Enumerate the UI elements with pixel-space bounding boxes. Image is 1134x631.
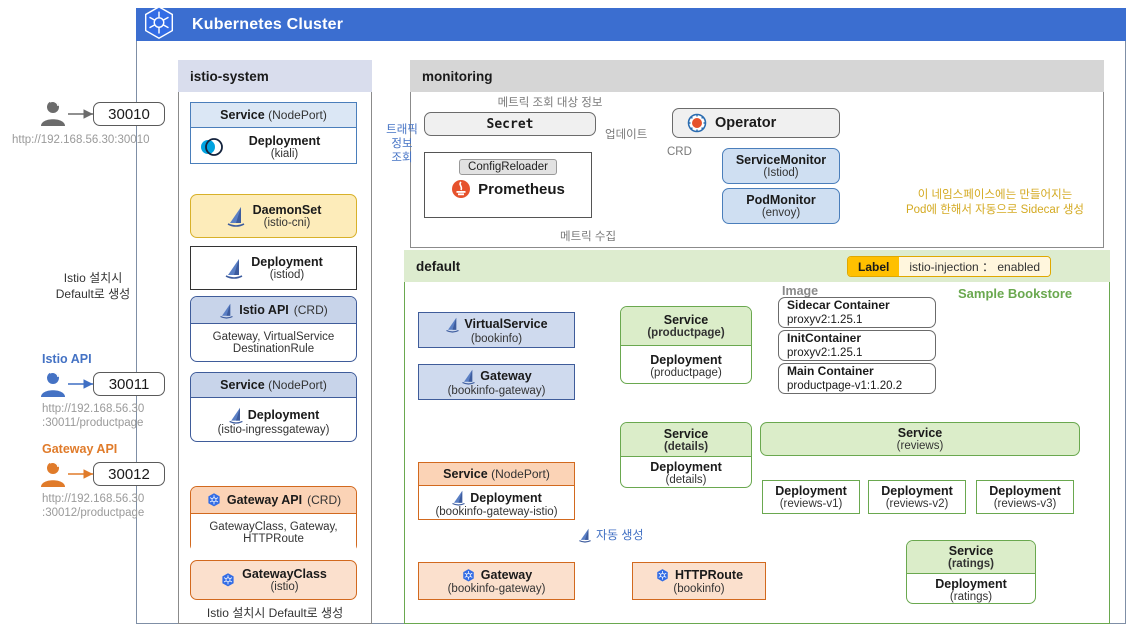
card-virtualservice-bookinfo[interactable]: VirtualService (bookinfo) [418, 312, 575, 348]
url-30012: http://192.168.56.30 :30012/productpage [42, 493, 145, 519]
card-servicemonitor[interactable]: ServiceMonitor (Istiod) [722, 148, 840, 184]
card-prometheus[interactable]: ConfigReloader Prometheus [424, 152, 592, 218]
card-daemonset-istio-cni[interactable]: DaemonSet (istio-cni) [190, 194, 357, 238]
card-gateway-bookinfo-k8s[interactable]: Gateway (bookinfo-gateway) [418, 562, 575, 600]
cluster-title-bar: Kubernetes Cluster [136, 8, 1126, 41]
sidecar-injection-note: 이 네임스페이스에는 만들어지는 Pod에 한해서 자동으로 Sidecar 생… [905, 189, 1085, 216]
traffic-query-note: 트래픽 정보 조회 [386, 124, 418, 164]
port-30010[interactable]: 30010 [93, 102, 165, 126]
prometheus-icon [452, 180, 471, 198]
card-deployment-reviews-v3[interactable]: Deployment (reviews-v3) [976, 480, 1074, 514]
port-30012[interactable]: 30012 [93, 462, 165, 486]
card-istio-api-crd[interactable]: Istio API (CRD) Gateway, VirtualService … [190, 296, 357, 362]
istio-sail-icon [225, 259, 243, 279]
card-kiali-service[interactable]: Service (NodePort) Deployment (kiali) [190, 102, 357, 164]
card-istio-ingressgateway-service[interactable]: Service (NodePort) Deployment (istio-ing… [190, 372, 357, 442]
label-value: istio-injection ： enabled [899, 257, 1051, 276]
istio-sail-icon [462, 369, 476, 385]
user-avatar-icon [41, 371, 65, 397]
port-30011[interactable]: 30011 [93, 372, 165, 396]
update-edge-label: 업데이트 [605, 129, 648, 141]
card-secret[interactable]: Secret [424, 112, 596, 136]
istio-sail-icon [446, 317, 460, 333]
card-prometheus-operator[interactable]: Operator [672, 108, 840, 138]
card-gateway-api-crd[interactable]: Gateway API (CRD) GatewayClass, Gateway,… [190, 486, 357, 552]
prometheus-icon [687, 113, 707, 133]
istio-api-label: Istio API [42, 352, 92, 366]
istio-system-footer-note: Istio 설치시 Default로 생성 [206, 605, 344, 620]
istio-sail-icon [220, 303, 233, 319]
card-deployment-reviews-v1[interactable]: Deployment (reviews-v1) [762, 480, 860, 514]
kiali-icon [201, 138, 223, 156]
gateway-api-label: Gateway API [42, 442, 118, 456]
kubernetes-icon [208, 493, 220, 507]
scrape-edge-label: 메트릭 수집 [560, 231, 617, 243]
namespace-istio-system-title: istio-system [178, 60, 372, 92]
card-bookinfo-gateway-istio-service[interactable]: Service (NodePort) Deployment (bookinfo-… [418, 462, 575, 520]
card-init-container[interactable]: InitContainer proxyv2:1.25.1 [778, 330, 936, 361]
configreloader-chip: ConfigReloader [459, 159, 557, 175]
kubernetes-icon [222, 573, 234, 587]
istio-sail-icon [579, 528, 591, 543]
card-httproute-bookinfo[interactable]: HTTPRoute (bookinfo) [632, 562, 766, 600]
istio-sail-icon [227, 207, 244, 227]
kubernetes-icon [463, 568, 474, 581]
secret-caption: 메트릭 조회 대상 정보 [497, 97, 603, 109]
image-label: Image [782, 284, 819, 298]
namespace-monitoring-title: monitoring [410, 60, 1104, 92]
card-main-container[interactable]: Main Container productpage-v1:1.20.2 [778, 363, 936, 394]
istio-sail-icon [229, 407, 243, 424]
sample-bookstore-watermark: Sample Bookstore [958, 286, 1073, 301]
istio-sail-icon [452, 490, 465, 506]
card-deployment-istiod[interactable]: Deployment (istiod) [190, 246, 357, 290]
card-sidecar-container[interactable]: Sidecar Container proxyv2:1.25.1 [778, 297, 936, 328]
user-avatar-icon [41, 100, 65, 126]
card-gatewayclass-istio[interactable]: GatewayClass (istio) [190, 560, 357, 600]
crd-edge-label: CRD [667, 146, 692, 158]
card-deployment-reviews-v2[interactable]: Deployment (reviews-v2) [868, 480, 966, 514]
card-service-reviews[interactable]: Service (reviews) [760, 422, 1080, 456]
istio-injection-label-badge: Label istio-injection ： enabled [847, 256, 1052, 277]
label-key: Label [848, 257, 900, 276]
card-podmonitor[interactable]: PodMonitor (envoy) [722, 188, 840, 224]
kubernetes-icon [144, 6, 174, 40]
card-service-details[interactable]: Service (details) Deployment (details) [620, 422, 752, 488]
card-service-productpage[interactable]: Service (productpage) Deployment (produc… [620, 306, 752, 384]
kubernetes-icon [657, 568, 668, 581]
url-30011: http://192.168.56.30 :30011/productpage [42, 403, 145, 429]
url-30010: http://192.168.56.30:30010 [12, 134, 150, 146]
user-avatar-icon [41, 461, 65, 487]
auto-create-note: 자동 생성 [578, 526, 644, 543]
cluster-title: Kubernetes Cluster [192, 15, 344, 33]
istio-default-bracket-note: Istio 설치시 Default로 생성 [55, 271, 131, 301]
card-gateway-bookinfo-istio[interactable]: Gateway (bookinfo-gateway) [418, 364, 575, 400]
card-service-ratings[interactable]: Service (ratings) Deployment (ratings) [906, 540, 1036, 604]
